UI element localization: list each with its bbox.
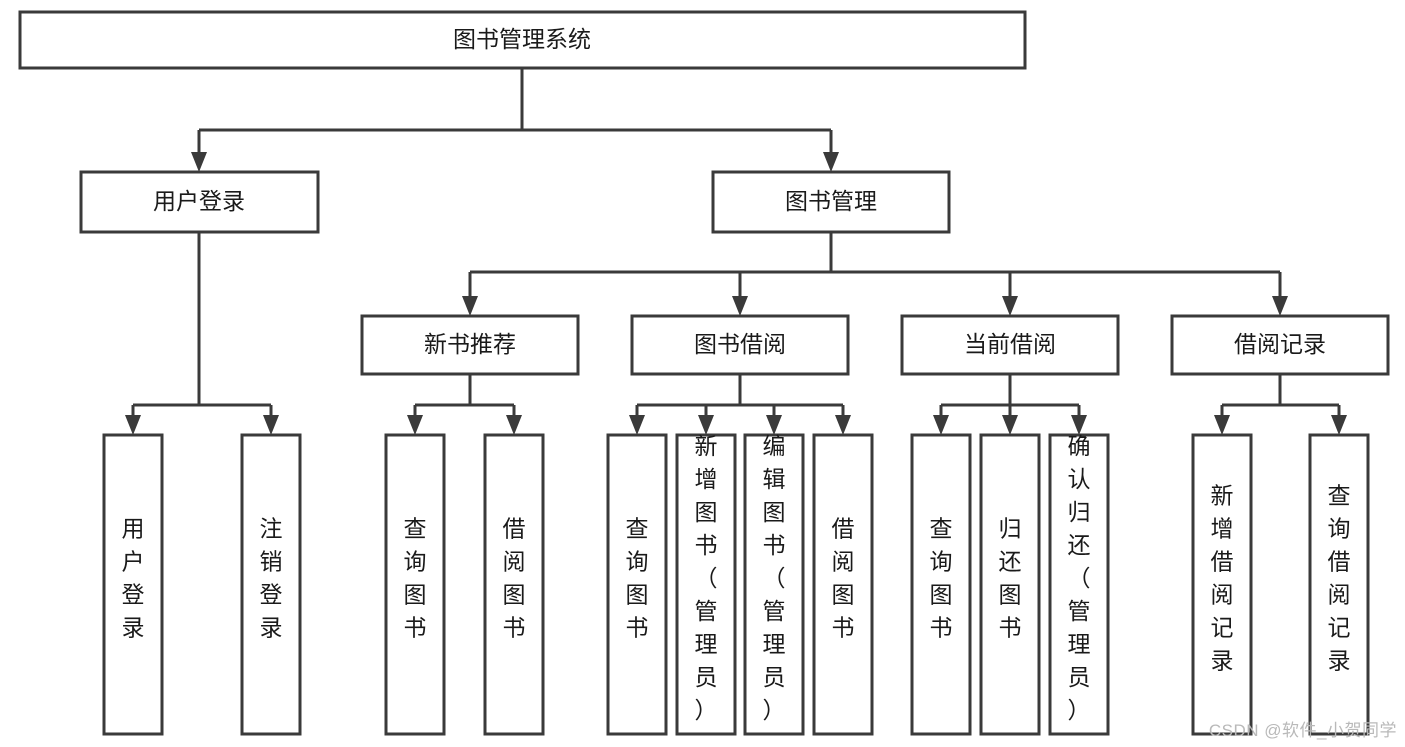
arrowhead-to-leaf9	[933, 415, 949, 435]
connector-bookmgmt-fork	[468, 232, 1282, 300]
node-leaf9[interactable]: 查询图书	[910, 433, 972, 736]
connector-group-current-to-leaves	[933, 374, 1087, 435]
node-leaf8-box[interactable]	[812, 433, 874, 736]
node-leaf3-label: 查询图书	[404, 516, 427, 641]
arrowhead-to-borrow	[732, 296, 748, 316]
node-leaf5[interactable]: 查询图书	[606, 433, 668, 736]
node-login-box[interactable]	[79, 170, 320, 234]
node-leaf1-label: 用户登录	[122, 516, 145, 641]
connector-group-records-to-leaves	[1214, 374, 1347, 435]
node-leaf11-label: 确认归还（管理员）	[1068, 433, 1091, 723]
node-records-label: 借阅记录	[1234, 331, 1326, 357]
connector-login-fork	[131, 232, 273, 419]
node-root-box[interactable]	[18, 10, 1027, 70]
arrowhead-to-leaf7	[766, 415, 782, 435]
node-leaf5-box[interactable]	[606, 433, 668, 736]
node-newbook-label: 新书推荐	[424, 331, 516, 357]
node-leaf12[interactable]: 新增借阅记录	[1191, 433, 1253, 736]
arrowhead-to-leaf6	[698, 415, 714, 435]
node-borrow[interactable]: 图书借阅	[630, 314, 850, 376]
node-leaf13-label: 查询借阅记录	[1328, 483, 1351, 674]
arrowhead-to-bookmgmt	[823, 152, 839, 172]
node-leaf3-box[interactable]	[384, 433, 446, 736]
node-leaf9-box[interactable]	[910, 433, 972, 736]
node-leaf12-label: 新增借阅记录	[1211, 483, 1234, 674]
node-bookmgmt-box[interactable]	[711, 170, 951, 234]
connector-records-fork	[1220, 374, 1341, 419]
arrowhead-to-leaf12	[1214, 415, 1230, 435]
arrowhead-to-leaf1	[125, 415, 141, 435]
node-leaf13[interactable]: 查询借阅记录	[1308, 433, 1370, 736]
node-root-label: 图书管理系统	[453, 26, 591, 52]
node-leaf13-box[interactable]	[1308, 433, 1370, 736]
node-leaf6-box[interactable]	[675, 433, 737, 736]
arrowhead-to-leaf3	[407, 415, 423, 435]
node-records[interactable]: 借阅记录	[1170, 314, 1390, 376]
connector-group-borrow-to-leaves	[629, 374, 851, 435]
node-login-label: 用户登录	[153, 188, 245, 214]
arrowhead-to-leaf13	[1331, 415, 1347, 435]
arrowhead-to-records	[1272, 296, 1288, 316]
arrowhead-to-login	[191, 152, 207, 172]
node-leaf12-box[interactable]	[1191, 433, 1253, 736]
node-leaf2-label: 注销登录	[260, 516, 283, 641]
node-leaf3[interactable]: 查询图书	[384, 433, 446, 736]
node-leaf10-label: 归还图书	[999, 516, 1022, 641]
node-borrow-box[interactable]	[630, 314, 850, 376]
arrowhead-to-leaf11	[1071, 415, 1087, 435]
node-bookmgmt-label: 图书管理	[785, 188, 877, 214]
node-leaf1[interactable]: 用户登录	[102, 433, 164, 736]
connector-root-fork	[197, 68, 833, 156]
node-records-box[interactable]	[1170, 314, 1390, 376]
node-current-box[interactable]	[900, 314, 1120, 376]
connector-borrow-fork	[635, 374, 845, 419]
node-leaf4-label: 借阅图书	[503, 516, 526, 641]
node-leaf11[interactable]: 确认归还（管理员）	[1048, 433, 1110, 736]
node-leaf6[interactable]: 新增图书（管理员）	[675, 433, 737, 736]
arrowhead-to-leaf5	[629, 415, 645, 435]
node-current[interactable]: 当前借阅	[900, 314, 1120, 376]
arrowhead-to-newbook	[462, 296, 478, 316]
arrowhead-to-leaf10	[1002, 415, 1018, 435]
node-leaf10-box[interactable]	[979, 433, 1041, 736]
node-leaf7[interactable]: 编辑图书（管理员）	[743, 433, 805, 736]
node-leaf5-label: 查询图书	[626, 516, 649, 641]
arrowhead-to-leaf8	[835, 415, 851, 435]
node-leaf4[interactable]: 借阅图书	[483, 433, 545, 736]
node-bookmgmt[interactable]: 图书管理	[711, 170, 951, 234]
node-login[interactable]: 用户登录	[79, 170, 320, 234]
connector-group-login-to-leaves	[125, 232, 279, 435]
node-leaf11-box[interactable]	[1048, 433, 1110, 736]
connector-group-newbook-to-leaves	[407, 374, 522, 435]
node-leaf8[interactable]: 借阅图书	[812, 433, 874, 736]
node-leaf1-box[interactable]	[102, 433, 164, 736]
node-root[interactable]: 图书管理系统	[18, 10, 1027, 70]
node-borrow-label: 图书借阅	[694, 331, 786, 357]
node-leaf8-label: 借阅图书	[832, 516, 855, 641]
arrowhead-to-current	[1002, 296, 1018, 316]
node-leaf10[interactable]: 归还图书	[979, 433, 1041, 736]
node-leaf9-label: 查询图书	[930, 516, 953, 641]
node-newbook-box[interactable]	[360, 314, 580, 376]
node-leaf4-box[interactable]	[483, 433, 545, 736]
connector-newbook-fork	[413, 374, 516, 419]
node-current-label: 当前借阅	[964, 331, 1056, 357]
arrowhead-to-leaf2	[263, 415, 279, 435]
connector-group-root-to-level2	[191, 68, 839, 172]
node-newbook[interactable]: 新书推荐	[360, 314, 580, 376]
node-leaf2-box[interactable]	[240, 433, 302, 736]
node-leaf2[interactable]: 注销登录	[240, 433, 302, 736]
node-leaf7-label: 编辑图书（管理员）	[763, 433, 786, 723]
node-leaf7-box[interactable]	[743, 433, 805, 736]
connector-current-fork	[939, 374, 1081, 419]
node-leaf6-label: 新增图书（管理员）	[695, 433, 718, 723]
connector-group-bookmgmt-to-level3	[462, 232, 1288, 316]
arrowhead-to-leaf4	[506, 415, 522, 435]
